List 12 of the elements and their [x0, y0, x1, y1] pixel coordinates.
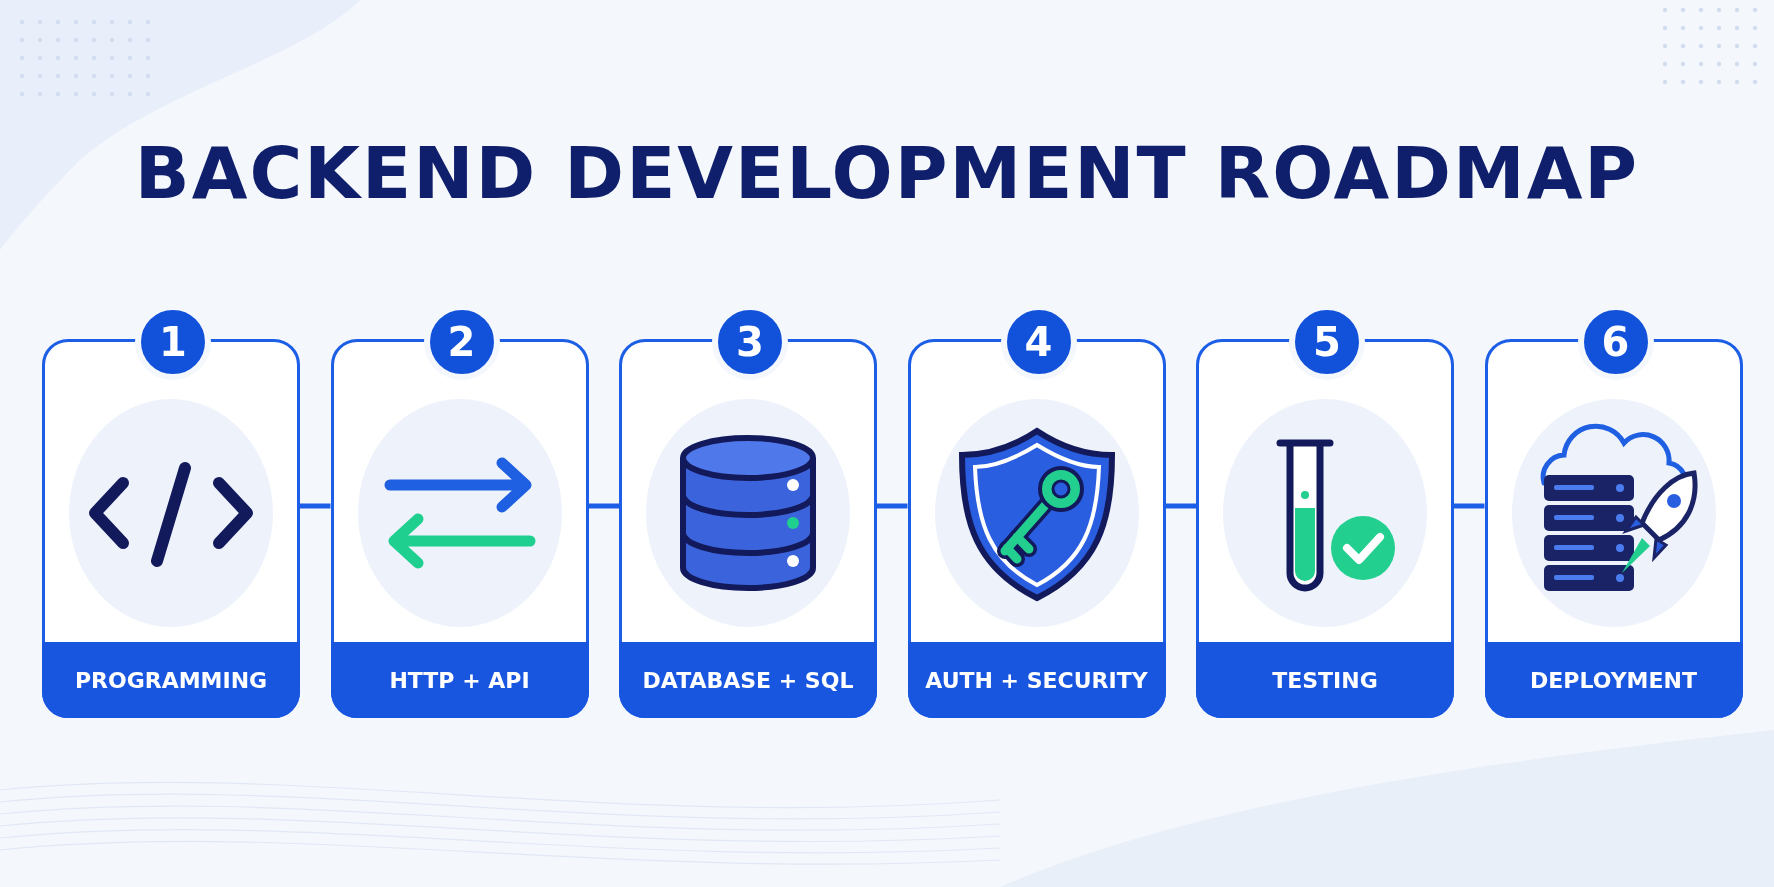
connector [300, 503, 331, 509]
step-label: TESTING [1196, 642, 1454, 718]
connector [877, 503, 908, 509]
step-label: DATABASE + SQL [619, 642, 877, 718]
connector [588, 503, 619, 509]
connector [1165, 503, 1196, 509]
connector [1454, 503, 1485, 509]
step-label: HTTP + API [330, 642, 589, 718]
step-label: DEPLOYMENT [1484, 642, 1743, 718]
step-label: PROGRAMMING [42, 642, 300, 718]
step-label: AUTH + SECURITY [907, 642, 1166, 718]
title: BACKEND DEVELOPMENT ROADMAP [134, 130, 1640, 217]
